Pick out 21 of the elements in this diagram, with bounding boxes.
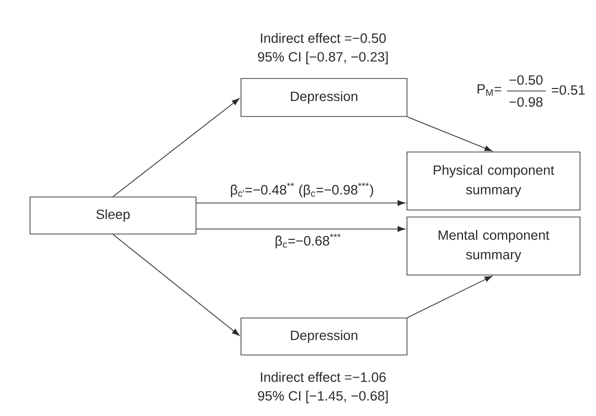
box: Mental component summary — [406, 216, 580, 276]
formula-text: =0.51 — [552, 85, 585, 95]
box: Sleep — [30, 196, 196, 234]
arrow — [196, 226, 406, 232]
effect-label: 95% CI [−0.87, −0.23] — [258, 52, 388, 64]
arrow — [407, 116, 492, 152]
arrow — [112, 234, 240, 336]
edge-label: β$_{c′}$=−0.48$^{**}$ (β$_{c}$=−0.98$^{***}$) — [229, 182, 375, 198]
effect-label: 95% CI [−1.45, −0.68] — [258, 390, 388, 404]
arrow — [407, 276, 492, 318]
formula-text: −0.98 — [510, 97, 542, 107]
box: Depression — [240, 318, 408, 356]
arrow — [112, 98, 240, 197]
arrow — [196, 200, 406, 206]
box: Physical component summary — [406, 152, 580, 210]
effect-label: Indirect effect =−0.50 — [260, 33, 386, 43]
formula-text: P$_{M}$= — [478, 84, 502, 96]
box: Depression — [240, 78, 408, 117]
edge-label: β$_{c}$=−0.68$^{***}$ — [274, 232, 342, 250]
effect-label: Indirect effect =−1.06 — [260, 372, 386, 382]
formula-text: −0.50 — [510, 75, 543, 85]
